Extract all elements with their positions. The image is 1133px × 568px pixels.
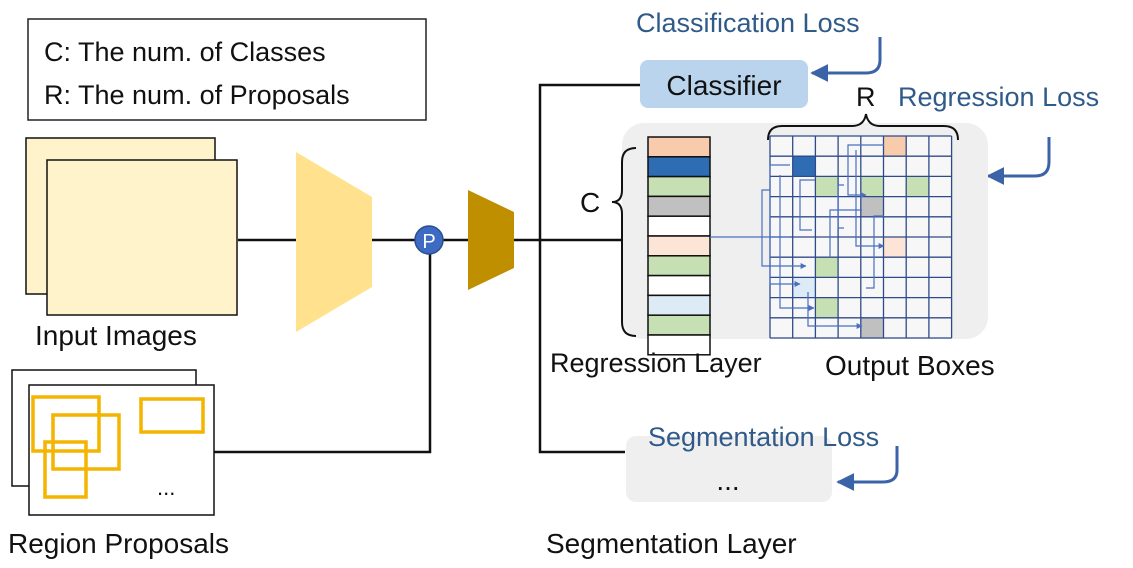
output-box-cell xyxy=(815,297,839,318)
connection-lines xyxy=(214,83,640,454)
regression-cell xyxy=(647,175,711,198)
regression-cell xyxy=(647,314,711,336)
regression-cell xyxy=(647,215,711,237)
legend-box: C: The num. of Classes R: The num. of Pr… xyxy=(27,18,427,121)
segmentation-dots: ... xyxy=(716,465,739,496)
segmentation-block: ... xyxy=(626,436,832,502)
proposal-box xyxy=(31,395,101,453)
region-proposals: ... xyxy=(11,369,215,516)
classification-loss-label: Classification Loss xyxy=(636,8,860,38)
legend-line-classes: C: The num. of Classes xyxy=(44,37,326,67)
r-brace-label: R xyxy=(856,82,876,112)
regression-cell xyxy=(647,334,711,356)
classifier-label: Classifier xyxy=(666,70,781,101)
output-box-cell xyxy=(860,196,884,217)
segmentation-layer-label: Segmentation Layer xyxy=(546,528,797,559)
regression-layer-label: Regression Layer xyxy=(550,348,762,378)
proposal-box xyxy=(43,440,88,499)
r-brace xyxy=(767,113,959,141)
classifier-block: Classifier xyxy=(640,60,808,108)
output-box-cell xyxy=(792,277,816,298)
proposal-dots: ... xyxy=(157,475,175,500)
regression-cell xyxy=(647,136,711,158)
grid-connectors xyxy=(710,144,885,329)
output-boxes-grid xyxy=(769,135,953,339)
regression-cell xyxy=(647,156,711,178)
output-box-cell xyxy=(860,176,884,197)
output-box-cell xyxy=(883,136,907,157)
input-image-front xyxy=(46,159,238,316)
output-boxes-label: Output Boxes xyxy=(825,350,995,381)
output-box-cell xyxy=(860,317,884,338)
legend-line-proposals: R: The num. of Proposals xyxy=(44,80,350,110)
output-box-cell xyxy=(792,156,816,177)
classification-loss-arrow xyxy=(810,37,882,82)
regression-loss-label: Regression Loss xyxy=(898,82,1099,112)
output-box-cell xyxy=(906,176,929,197)
regression-cell xyxy=(647,235,711,257)
regression-cell xyxy=(647,274,711,297)
backbone-network xyxy=(296,152,372,332)
pooling-node: P xyxy=(414,225,444,255)
region-proposals-label: Region Proposals xyxy=(8,528,229,559)
regression-cell xyxy=(647,255,711,277)
segmentation-loss-label: Segmentation Loss xyxy=(648,422,879,452)
output-box-cell xyxy=(883,237,907,258)
regression-layer-column xyxy=(647,136,711,356)
output-box-cell xyxy=(815,257,839,278)
proposal-box xyxy=(139,397,205,434)
c-brace-label: C xyxy=(580,187,600,218)
head-network xyxy=(468,190,514,290)
input-images xyxy=(25,137,238,316)
regression-cell xyxy=(647,294,711,316)
output-box-cell xyxy=(815,176,839,197)
pooling-node-label: P xyxy=(422,231,435,253)
regression-loss-arrow xyxy=(986,137,1051,185)
input-images-label: Input Images xyxy=(35,320,197,351)
c-brace xyxy=(611,147,637,337)
regression-cell xyxy=(647,195,711,217)
segmentation-loss-arrow xyxy=(836,446,899,491)
